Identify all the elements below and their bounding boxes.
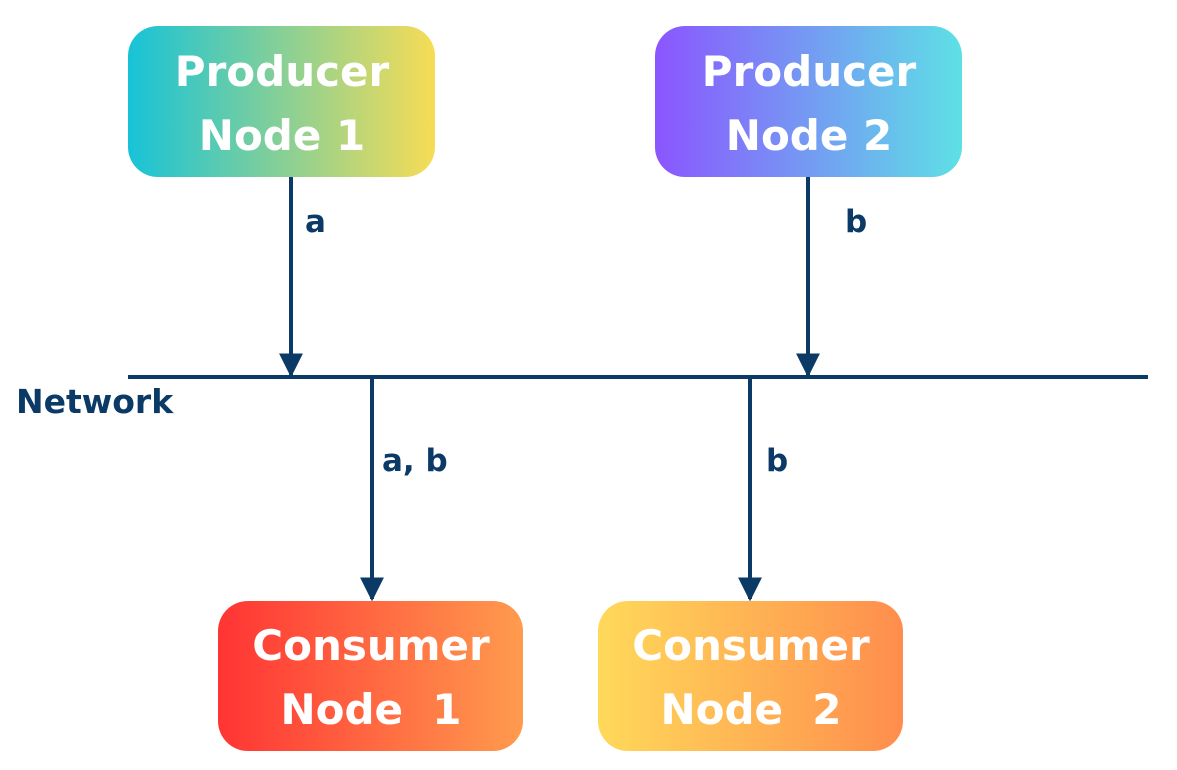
- consumer-node-2-box: [598, 601, 903, 751]
- consumer-node-2-label-line1: Consumer: [632, 621, 870, 670]
- producer-node-1-label-line1: Producer: [175, 47, 390, 96]
- consumer-node-2-label-line2: Node 2: [660, 685, 841, 734]
- consumer-node-1: Consumer Node 1: [218, 601, 523, 751]
- consumer-node-1-label-line2: Node 1: [280, 685, 461, 734]
- producer-node-2: Producer Node 2: [655, 26, 962, 177]
- producer-node-2-label-line2: Node 2: [726, 111, 892, 160]
- producer-node-2-label-line1: Producer: [702, 47, 917, 96]
- consumer-node-1-label-line1: Consumer: [252, 621, 490, 670]
- edge-producer-1-label: a: [305, 204, 326, 240]
- edge-producer-2-label: b: [845, 204, 867, 240]
- producer-node-1-box: [128, 26, 435, 177]
- producer-node-1: Producer Node 1: [128, 26, 435, 177]
- producer-node-2-box: [655, 26, 962, 177]
- network-label: Network: [16, 382, 174, 421]
- edge-consumer-2-label: b: [766, 443, 788, 479]
- consumer-node-1-box: [218, 601, 523, 751]
- edge-consumer-1-label: a, b: [382, 443, 448, 479]
- consumer-node-2: Consumer Node 2: [598, 601, 903, 751]
- producer-node-1-label-line2: Node 1: [199, 111, 365, 160]
